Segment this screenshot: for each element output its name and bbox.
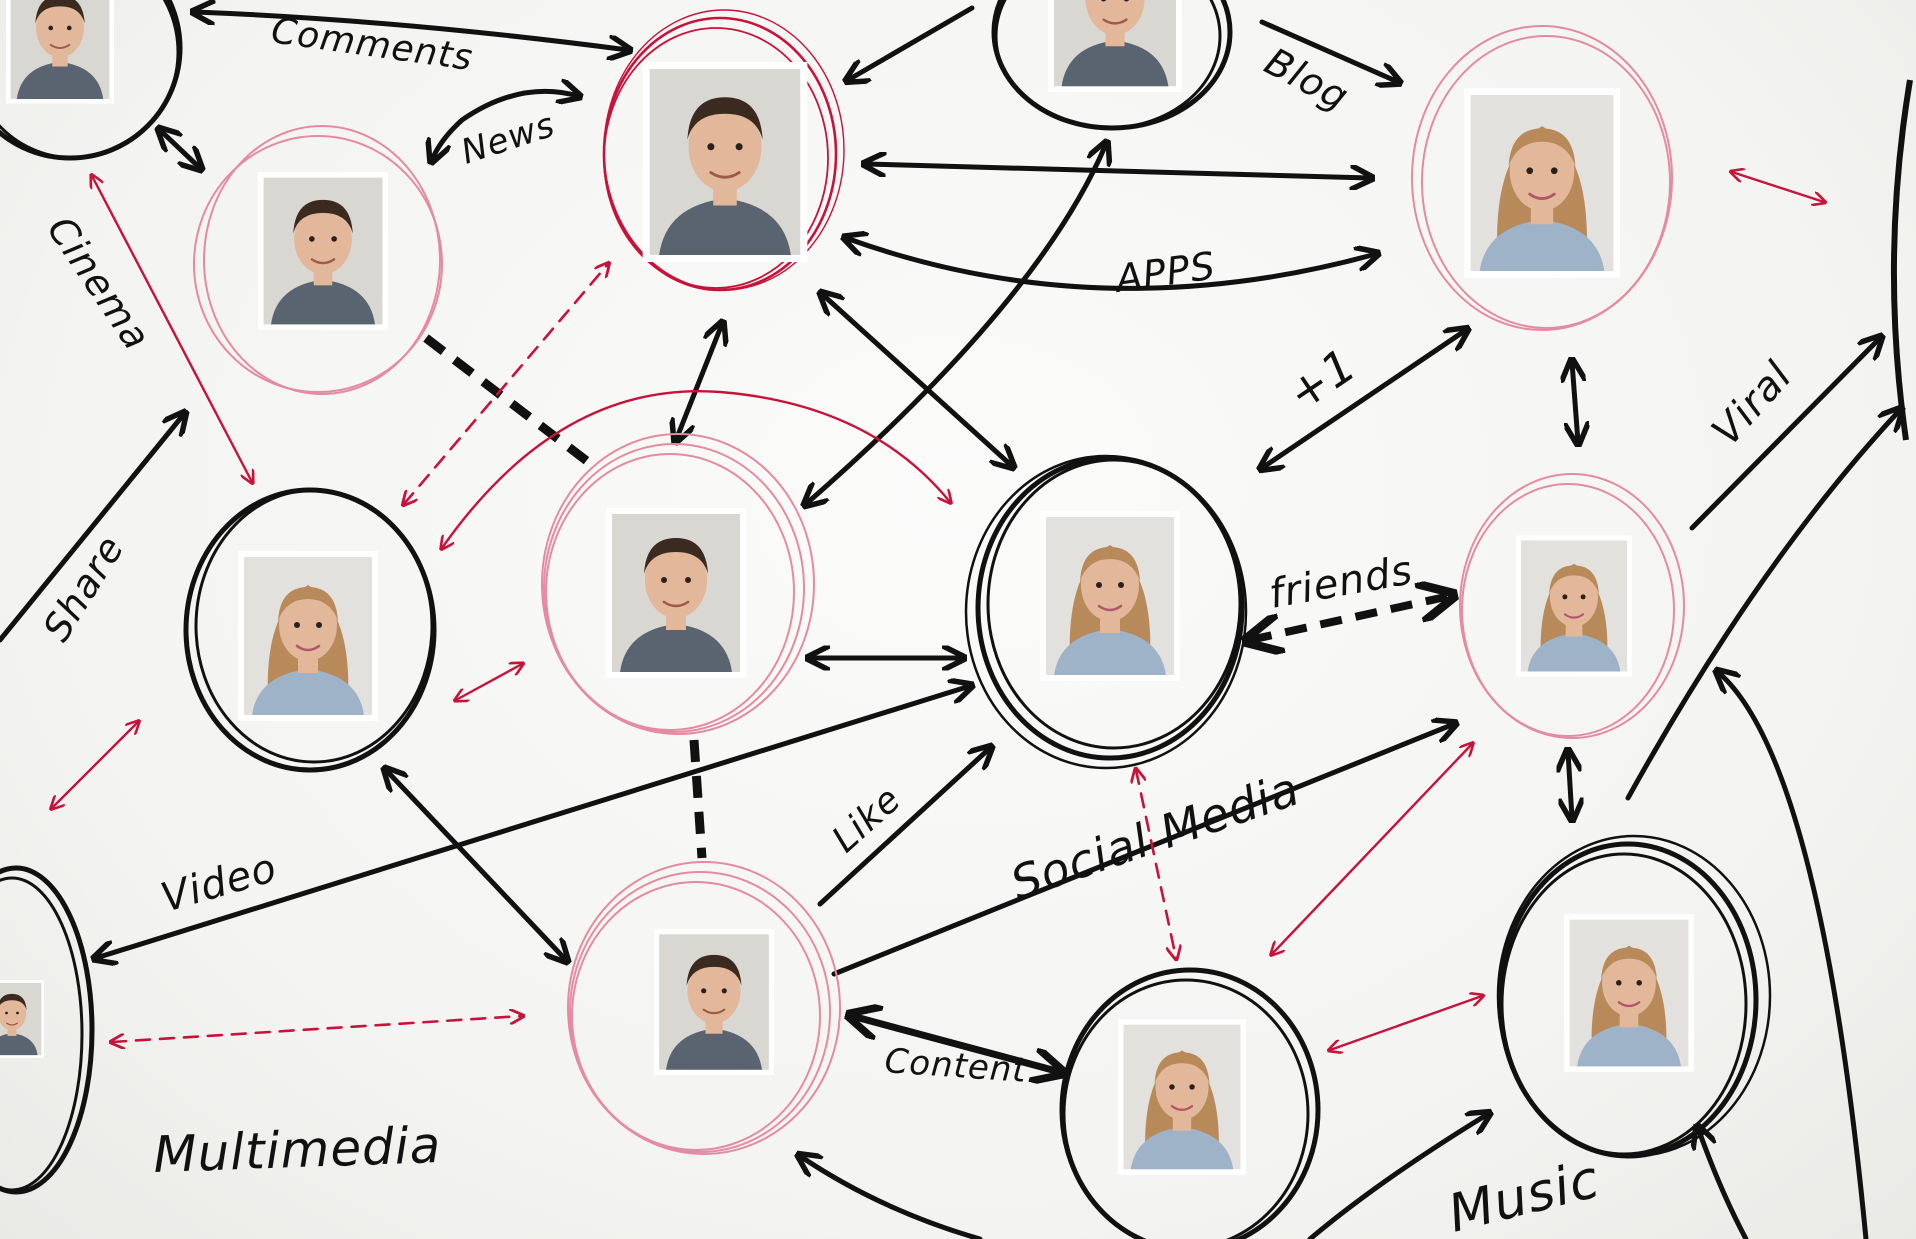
member-photo — [1464, 86, 1620, 280]
black-dashed-connectors — [423, 334, 1450, 859]
member-photo — [1118, 1017, 1246, 1177]
member-photo — [258, 170, 388, 332]
member-photo — [606, 506, 746, 680]
label-music: Music — [1443, 1149, 1606, 1239]
red-dashed-connectors — [112, 264, 1176, 1042]
label-blog: Blog — [1258, 39, 1356, 119]
member-photo — [1564, 912, 1694, 1074]
member-photos — [0, 0, 1694, 1177]
label-viral: Viral — [1703, 353, 1801, 455]
member-photo — [641, 62, 809, 262]
member-photo — [1040, 509, 1180, 683]
member-photo — [6, 0, 114, 105]
label-cinema: Cinema — [39, 208, 160, 358]
label-apps: APPS — [1110, 243, 1218, 301]
member-photo — [1516, 534, 1632, 678]
label-content: Content — [883, 1041, 1028, 1091]
label-multimedia: Multimedia — [152, 1116, 442, 1184]
member-photo — [654, 927, 774, 1077]
label-social-media: Social Media — [1004, 761, 1306, 910]
label-like: Like — [825, 779, 910, 861]
member-photo — [0, 978, 44, 1060]
member-photo — [1048, 0, 1182, 92]
label-video: Video — [156, 845, 282, 922]
label-share: Share — [34, 528, 133, 649]
member-photo — [238, 549, 378, 723]
